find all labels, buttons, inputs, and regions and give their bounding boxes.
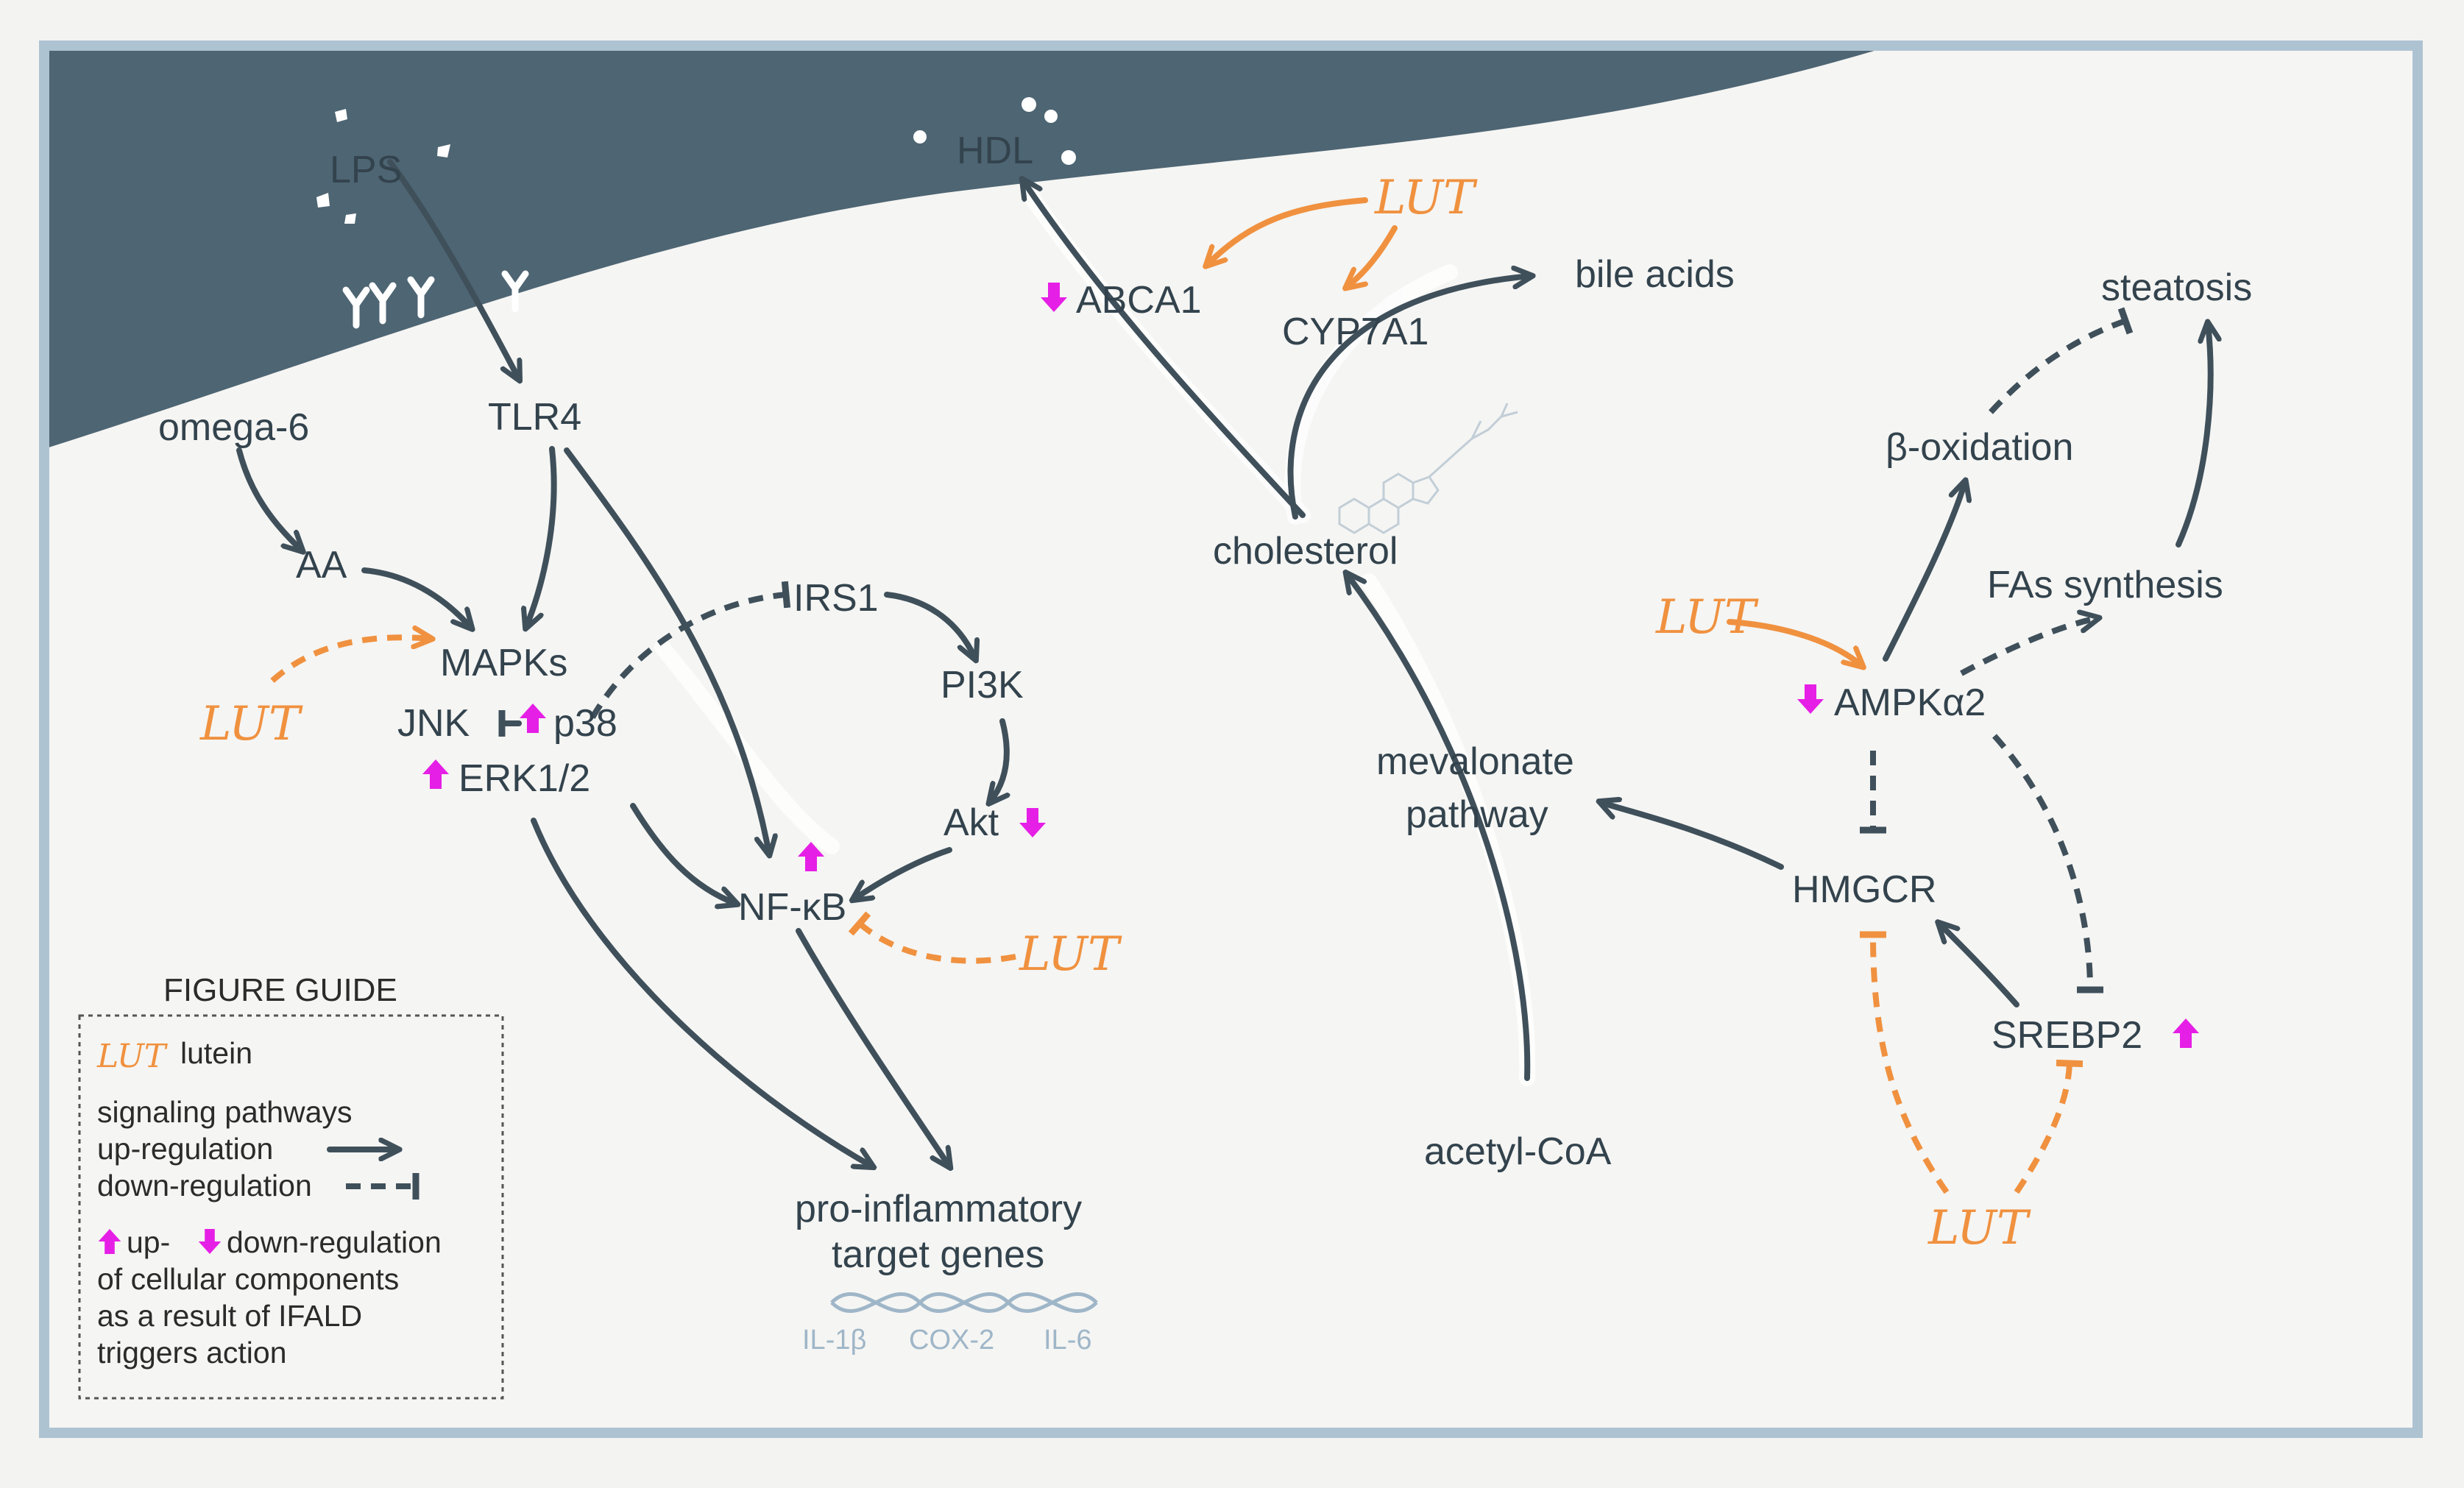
label-mapks: MAPKs [440,642,567,684]
label-ampk: AMPKα2 [1834,681,1986,724]
label-gene-cox2: COX-2 [909,1325,994,1356]
arrow-akt-nfkb [854,847,952,899]
lutein-symbol-ampk: LUT [1655,590,1759,645]
label-irs1: IRS1 [793,577,879,620]
tlr-receptor-icons [342,270,529,329]
label-hdl: HDL [957,130,1033,172]
label-abca1: ABCA1 [1076,279,1202,322]
lutein-activate-cyp7a1 [1347,225,1398,287]
lutein-inhibit-hmgcr [1859,931,1950,1194]
guide-lutein-label: lutein [180,1036,252,1070]
lutein-connectors [270,197,2084,1194]
figure-guide: FIGURE GUIDE LUT lutein signaling pathwa… [78,972,504,1400]
dna-helix-icon [830,1292,1098,1314]
inhibit-ampk-srebp2 [1992,734,2104,993]
label-proinflammatory: pro-inflammatory [795,1188,1082,1230]
label-target-genes: target genes [832,1233,1044,1276]
inhibit-p38-irs1 [590,581,791,720]
label-pi3k: PI3K [941,664,1024,706]
arrow-lps-tlr4 [387,159,519,379]
label-acetyl-coa: acetyl-CoA [1424,1130,1612,1173]
down-regulation-connectors [498,307,2134,993]
label-hmgcr: HMGCR [1792,868,1936,911]
label-erk: ERK1/2 [459,757,590,800]
label-akt: Akt [944,801,999,844]
lutein-symbol-mapks: LUT [199,697,303,751]
hdl-particles [913,97,1076,165]
arrow-acetylcoa-cholesterol [1347,574,1531,1081]
arrow-cholesterol-bileacids [1287,276,1531,520]
label-jnk: JNK [397,702,470,745]
dashed-ampk-fas [1960,618,2097,676]
inhibit-betaoxidation-steatosis [1989,307,2134,414]
label-srebp2: SREBP2 [1992,1014,2142,1057]
label-p38: p38 [553,702,617,745]
guide-signaling: signaling pathways [97,1095,352,1129]
arrow-fas-steatosis [2176,324,2211,548]
label-cyp7a1: CYP7A1 [1282,311,1429,353]
lutein-inhibit-nfkb [848,911,1016,964]
lutein-activate-ampk [1727,619,1862,666]
arrow-tlr4-mapks [526,446,557,627]
label-mevalonate: mevalonate [1376,740,1574,783]
arrow-erk-genes [531,818,872,1166]
lutein-symbol-cholesterol: LUT [1374,171,1478,225]
label-beta-oxidation: β-oxidation [1886,426,2073,469]
label-gene-il6: IL-6 [1044,1325,1091,1356]
guide-up-regulation: up-regulation [97,1132,273,1166]
label-aa: AA [296,544,347,587]
guide-marker-line4: triggers action [97,1336,287,1370]
cell-frame [39,40,2423,1438]
lutein-activate-mapks [270,637,431,683]
membrane-band [44,46,1891,449]
arrow-ampk-betaoxidation [1883,482,1965,662]
label-nfkb: NF-κB [738,886,846,929]
label-fas-synthesis: FAs synthesis [1987,564,2223,606]
label-lps: LPS [330,149,402,191]
lutein-symbol-hmgcr: LUT [1927,1201,2031,1255]
label-cholesterol: cholesterol [1213,530,1398,573]
guide-lutein-symbol: LUT [96,1038,169,1075]
guide-down-regulation: down-regulation [97,1169,312,1202]
guide-marker-line2: of cellular components [97,1262,399,1296]
label-gene-il1b: IL-1β [802,1325,866,1356]
lutein-inhibit-srebp2 [2014,1059,2084,1194]
label-pathway: pathway [1406,793,1548,836]
arrow-hmgcr-mevalonate [1601,802,1784,870]
arrow-irs1-pi3k [884,592,975,659]
arrow-srebp2-hmgcr [1939,924,2019,1007]
node-labels: LPS HDL ABCA1 CYP7A1 bile acids steatosi… [158,130,2252,1356]
lutein-symbol-nfkb: LUT [1019,927,1122,982]
arrow-pi3k-akt [990,718,1007,802]
label-omega6: omega-6 [158,406,309,449]
guide-marker-line3: as a result of IFALD [97,1299,362,1333]
guide-title: FIGURE GUIDE [163,972,397,1008]
arrow-mapks-nfkb [630,803,736,904]
label-bile-acids: bile acids [1575,253,1735,296]
arrow-nfkb-genes [796,928,949,1166]
label-steatosis: steatosis [2101,266,2252,309]
guide-marker-up: up- [127,1225,170,1259]
arrow-cholesterol-hdl [1023,180,1306,518]
guide-marker-down: down-regulation [227,1225,442,1259]
cholesterol-molecule-icon [1338,403,1518,534]
label-tlr4: TLR4 [488,396,581,439]
arrow-omega6-aa [236,447,302,550]
lutein-activate-abca1 [1207,197,1368,265]
arrow-aa-mapks [361,567,471,628]
lutein-symbols: LUT LUT LUT LUT LUT [199,171,2031,1255]
guide-box [78,1014,504,1400]
lps-particles [316,109,450,224]
